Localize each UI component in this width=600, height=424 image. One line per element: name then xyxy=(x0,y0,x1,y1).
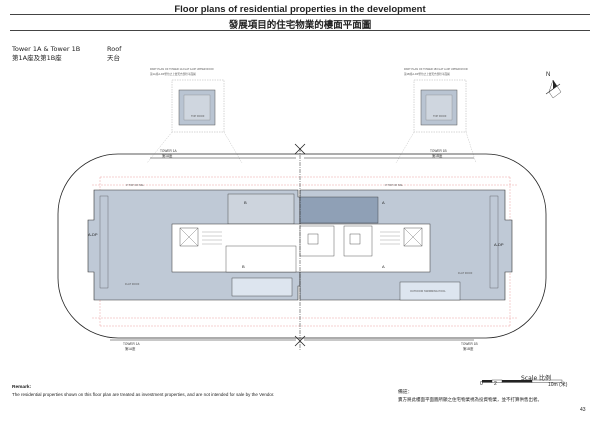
ssl-label-left: 0' TOP OF SSL xyxy=(126,183,144,187)
site-boundary xyxy=(57,153,547,339)
tower-1b-bottom-zh: 第1B座 xyxy=(463,346,474,351)
callout-right-title-zh: 第1B座A-DP單位之上層天台部份平面圖 xyxy=(404,72,450,76)
callout-left-title-en: PART PLAN OF TOWER 1A FLAT A-DP UPPER RO… xyxy=(150,67,214,71)
callout-right: TOP ROOF PART PLAN OF TOWER 1B FLAT A-DP… xyxy=(395,67,477,164)
pool-label: OUTDOOR SWIMMING POOL xyxy=(410,289,446,293)
tower-1a-bottom-zh: 第1A座 xyxy=(125,346,136,351)
scale-tick-0: 0 xyxy=(480,381,483,387)
tower-1b-top-zh: 第1B座 xyxy=(432,153,443,158)
tower-boundary-lines xyxy=(110,157,474,341)
callout-left-title-zh: 第1A座A-DP單位之上層天台部份平面圖 xyxy=(150,72,196,76)
tower-1b-bottom-en: TOWER 1B xyxy=(461,342,478,346)
tower-label-zh: 第1A座及第1B座 xyxy=(12,54,62,62)
building-footprint xyxy=(87,189,513,301)
roof-label-right: FLAT ROOF xyxy=(458,271,473,275)
flat-label-a-dp-right: A-DP xyxy=(494,242,504,247)
flat-label-b-lower: B xyxy=(242,264,245,269)
flat-label-a-right: A xyxy=(382,200,385,205)
tower-1a-top-en: TOWER 1A xyxy=(160,149,177,153)
ssl-label-right: 0' TOP OF SSL xyxy=(385,183,403,187)
floor-label-zh: 天台 xyxy=(107,54,120,62)
section-marker-top-icon xyxy=(294,143,306,155)
callout-left-top-roof: TOP ROOF xyxy=(191,114,205,118)
page-number: 43 xyxy=(580,407,586,413)
tower-1a-top-zh: 第1A座 xyxy=(162,153,173,158)
scale-tick-2: 2 xyxy=(494,381,497,387)
tower-1a-bottom-en: TOWER 1A xyxy=(123,342,140,346)
remark-text-en: The residential properties shown on this… xyxy=(12,392,275,397)
scale-title: Scale 比例 xyxy=(521,375,552,382)
floor-label-en: Roof xyxy=(107,45,122,53)
callout-left: TOP ROOF PART PLAN OF TOWER 1A FLAT A-DP… xyxy=(146,67,243,164)
remark-title-zh: 備註： xyxy=(398,390,413,395)
north-label: N xyxy=(546,72,550,78)
remark-text-zh: 賣方將此樓面平面圖所顯之住宅物業視為投資物業，並不打算供售出者。 xyxy=(398,398,542,403)
north-arrow-icon: N xyxy=(545,72,562,99)
callout-right-title-en: PART PLAN OF TOWER 1B FLAT A-DP UPPER RO… xyxy=(404,67,468,71)
callout-right-top-roof: TOP ROOF xyxy=(433,114,447,118)
title-rule xyxy=(10,14,590,15)
section-marker-bottom-icon xyxy=(294,335,306,347)
tower-1b-top-en: TOWER 1B xyxy=(430,149,447,153)
scale-tick-10: 10m (米) xyxy=(548,382,568,388)
flat-label-a-lower: A xyxy=(382,264,385,269)
title-rule-bottom xyxy=(10,30,590,31)
page-title-zh: 發展項目的住宅物業的樓面平面圖 xyxy=(228,20,372,31)
flat-label-a-dp-left: A-DP xyxy=(88,232,98,237)
tower-label-en: Tower 1A & Tower 1B xyxy=(12,45,81,53)
scale-bar xyxy=(482,379,563,383)
flat-label-b-left: B xyxy=(244,200,247,205)
remark-title-en: Remark: xyxy=(12,385,32,390)
roof-label-left: FLAT ROOF xyxy=(125,282,140,286)
page-title-en: Floor plans of residential properties in… xyxy=(174,4,426,15)
